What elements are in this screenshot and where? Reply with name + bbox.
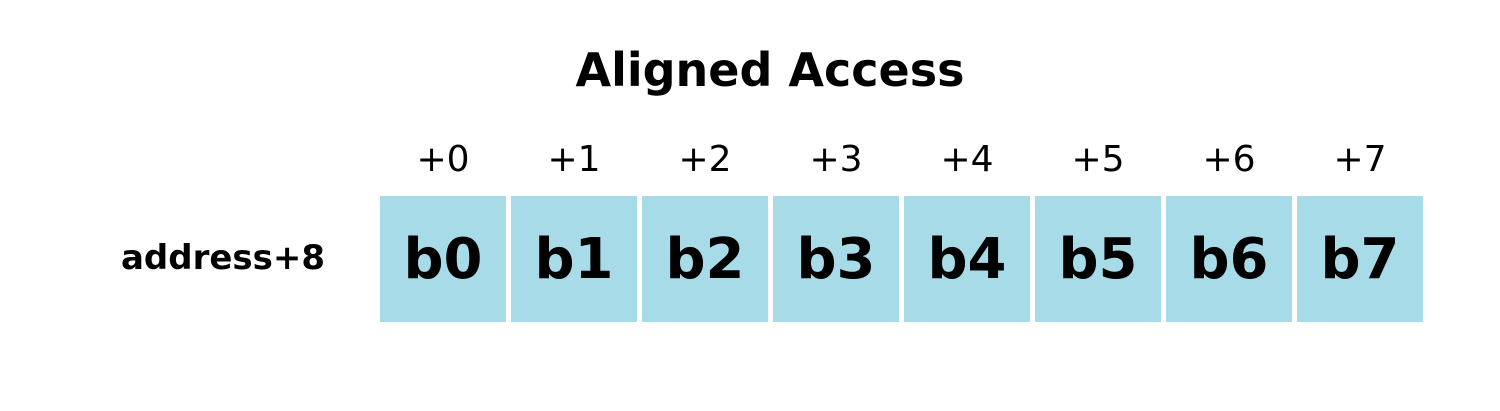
offset-label: +0	[416, 139, 470, 180]
diagram-title: Aligned Access	[575, 43, 965, 97]
offset-label: +1	[547, 139, 601, 180]
byte-cell: b0	[380, 196, 506, 322]
offset-label: +7	[1333, 139, 1387, 180]
offset-label: +5	[1071, 139, 1125, 180]
byte-cell: b6	[1166, 196, 1292, 322]
offset-label: +6	[1202, 139, 1256, 180]
byte-cell: b2	[642, 196, 768, 322]
offset-label: +3	[809, 139, 863, 180]
byte-cell: b3	[773, 196, 899, 322]
byte-cell: b1	[511, 196, 637, 322]
byte-cell: b7	[1297, 196, 1423, 322]
byte-cell: b4	[904, 196, 1030, 322]
offset-label: +2	[678, 139, 732, 180]
offset-label: +4	[940, 139, 994, 180]
byte-cell: b5	[1035, 196, 1161, 322]
row-label-address: address+8	[120, 238, 326, 278]
